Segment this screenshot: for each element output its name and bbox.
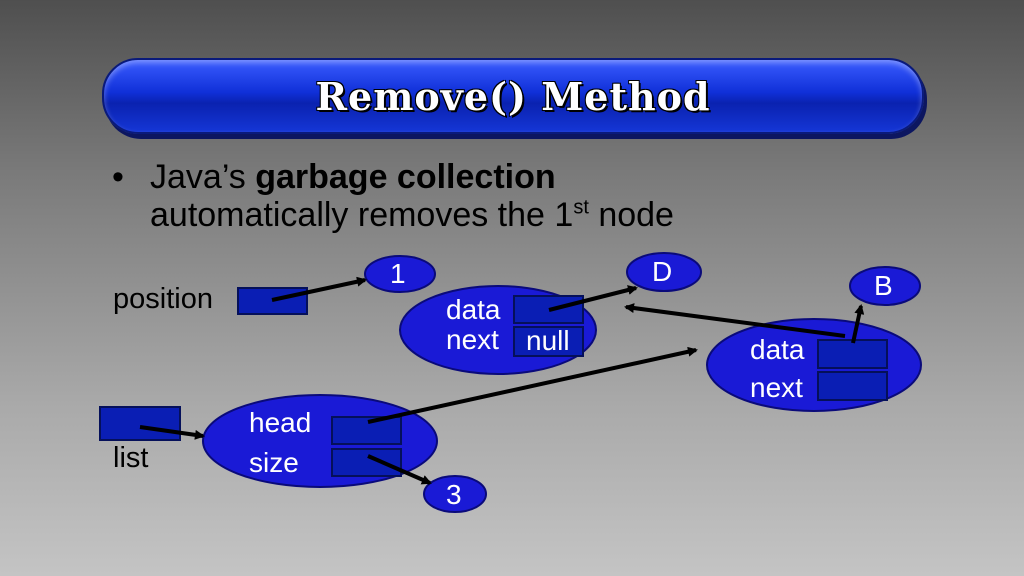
value-node-3 [423, 475, 487, 513]
value-1-text: 1 [390, 258, 406, 289]
data-box-2 [817, 339, 888, 369]
arrow-data2-to-removed-node [624, 303, 846, 338]
bullet-dot: • [112, 158, 124, 196]
bullet-bold-text: garbage collection [255, 158, 556, 196]
bullet-superscript: st [573, 196, 589, 219]
value-node-B [849, 266, 921, 306]
slide-title: Remove() Method [315, 73, 711, 119]
null-label: null [526, 325, 570, 356]
value-D-text: D [652, 256, 673, 287]
arrow-list-to-header [139, 425, 205, 440]
size-label: size [249, 447, 299, 478]
next-box-1 [513, 326, 584, 357]
value-node-1 [364, 255, 436, 293]
arrow-position-to-1 [271, 276, 367, 302]
bullet-text: Java’s garbage collection automatically … [150, 158, 870, 234]
node1-next-label: next [446, 324, 499, 355]
value-node-D [626, 252, 702, 292]
bullet-text-b: automatically removes the 1 [150, 196, 574, 234]
node1-data-label: data [446, 294, 501, 325]
list-label: list [113, 442, 149, 474]
next-box-2 [817, 371, 888, 401]
bullet-text-a: Java’s [150, 158, 256, 196]
node2-data-label: data [750, 334, 805, 365]
data-box-1 [513, 295, 584, 324]
value-B-text: B [874, 270, 893, 301]
arrow-data2-to-B [851, 304, 865, 344]
value-3-text: 3 [446, 479, 462, 510]
arrow-head-to-remaining-node [367, 346, 698, 424]
list-box [99, 406, 181, 441]
head-box [331, 416, 402, 445]
head-label: head [249, 407, 312, 438]
node2-next-label: next [750, 372, 803, 403]
position-label: position [113, 283, 213, 315]
bullet-text-c: node [588, 196, 674, 234]
size-box [331, 448, 402, 477]
title-bar: Remove() Method [102, 58, 924, 134]
arrow-size-to-3 [367, 454, 432, 485]
arrow-data1-to-D [548, 285, 638, 312]
